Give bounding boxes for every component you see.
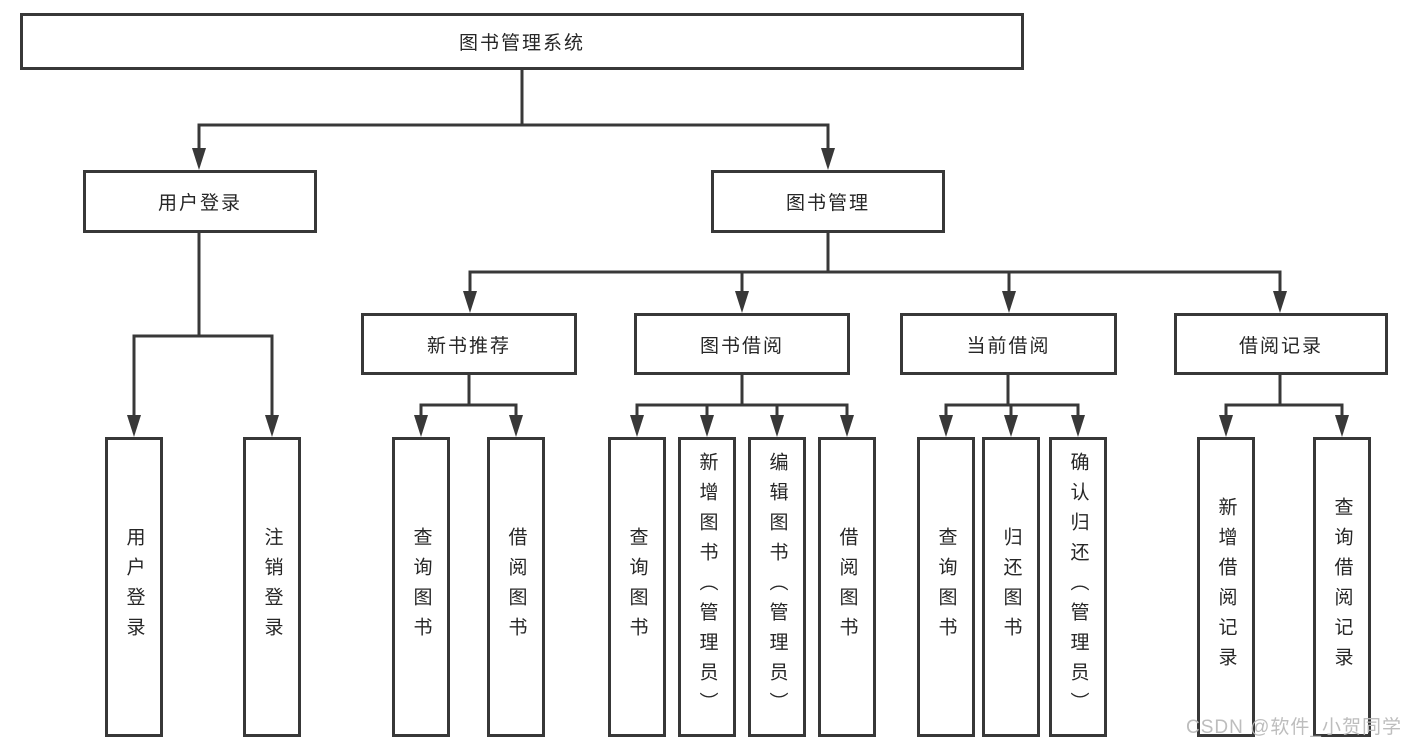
arrow-down-icon xyxy=(463,291,477,313)
node-label: 借阅记录 xyxy=(1238,335,1323,357)
node-label: 图书管理系统 xyxy=(458,33,585,54)
leaf-query-books-borrowing: 查询图书 xyxy=(608,437,666,737)
leaf-label: 归还图书 xyxy=(1000,527,1022,647)
leaf-query-borrow-record: 查询借阅记录 xyxy=(1313,437,1371,737)
node-label: 图书管理 xyxy=(785,193,870,214)
arrow-down-icon xyxy=(1273,291,1287,313)
leaf-label: 查询借阅记录 xyxy=(1331,497,1353,677)
connector-borrowing-to-leaves xyxy=(635,375,849,421)
connector-userlogin-to-leaves xyxy=(132,233,274,421)
leaf-label: 注销登录 xyxy=(261,527,283,647)
leaf-label: 借阅图书 xyxy=(836,527,858,647)
arrow-down-icon xyxy=(127,415,141,437)
connector-paths xyxy=(132,70,1344,421)
leaf-add-borrow-record: 新增借阅记录 xyxy=(1197,437,1255,737)
arrow-down-icon xyxy=(1002,291,1016,313)
leaf-label: 新增借阅记录 xyxy=(1215,497,1237,677)
node-label: 新书推荐 xyxy=(426,335,511,357)
leaf-logout: 注销登录 xyxy=(243,437,301,737)
node-book-borrowing: 图书借阅 xyxy=(634,313,850,375)
node-current-borrowing: 当前借阅 xyxy=(900,313,1117,375)
connector-arrowheads xyxy=(127,148,1349,437)
leaf-label: 编辑图书（管理员） xyxy=(766,452,788,722)
leaf-label: 查询图书 xyxy=(626,527,648,647)
arrow-down-icon xyxy=(265,415,279,437)
node-label: 当前借阅 xyxy=(966,335,1051,357)
leaf-confirm-return-admin: 确认归还（管理员） xyxy=(1049,437,1107,737)
node-user-login: 用户登录 xyxy=(83,170,317,233)
node-label: 用户登录 xyxy=(157,193,242,214)
node-library-management-system: 图书管理系统 xyxy=(20,13,1024,70)
arrow-down-icon xyxy=(1071,415,1085,437)
arrow-down-icon xyxy=(770,415,784,437)
arrow-down-icon xyxy=(509,415,523,437)
connector-newbook-to-leaves xyxy=(419,375,518,421)
leaf-return-book: 归还图书 xyxy=(982,437,1040,737)
arrow-down-icon xyxy=(414,415,428,437)
arrow-down-icon xyxy=(630,415,644,437)
leaf-label: 查询图书 xyxy=(935,527,957,647)
csdn-watermark: CSDN @软件_小贺同学 xyxy=(1186,717,1402,738)
node-new-book-recommendation: 新书推荐 xyxy=(361,313,577,375)
leaf-label: 用户登录 xyxy=(123,527,145,647)
leaf-borrow-books-borrowing: 借阅图书 xyxy=(818,437,876,737)
arrow-down-icon xyxy=(840,415,854,437)
leaf-label: 借阅图书 xyxy=(505,527,527,647)
arrow-down-icon xyxy=(192,148,206,170)
arrow-down-icon xyxy=(700,415,714,437)
arrow-down-icon xyxy=(1335,415,1349,437)
node-book-management: 图书管理 xyxy=(711,170,945,233)
node-label: 图书借阅 xyxy=(699,335,784,357)
leaf-edit-book-admin: 编辑图书（管理员） xyxy=(748,437,806,737)
arrow-down-icon xyxy=(821,148,835,170)
leaf-label: 确认归还（管理员） xyxy=(1067,452,1089,722)
leaf-label: 新增图书（管理员） xyxy=(696,452,718,722)
leaf-borrow-books-recommend: 借阅图书 xyxy=(487,437,545,737)
connector-records-to-leaves xyxy=(1224,375,1344,421)
arrow-down-icon xyxy=(939,415,953,437)
leaf-label: 查询图书 xyxy=(410,527,432,647)
arrow-down-icon xyxy=(1004,415,1018,437)
leaf-query-books-recommend: 查询图书 xyxy=(392,437,450,737)
leaf-user-login: 用户登录 xyxy=(105,437,163,737)
node-borrowing-records: 借阅记录 xyxy=(1174,313,1388,375)
arrow-down-icon xyxy=(735,291,749,313)
arrow-down-icon xyxy=(1219,415,1233,437)
leaf-add-book-admin: 新增图书（管理员） xyxy=(678,437,736,737)
connector-bookmgmt-to-level3 xyxy=(468,233,1282,295)
connector-current-to-leaves xyxy=(944,375,1080,421)
leaf-query-books-current: 查询图书 xyxy=(917,437,975,737)
connector-root-to-level2 xyxy=(197,70,830,152)
